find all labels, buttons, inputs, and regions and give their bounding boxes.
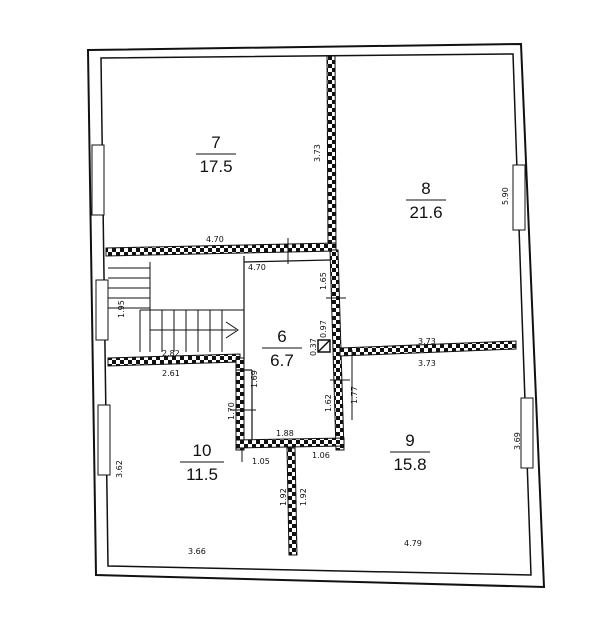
room-6: 6 6.7 bbox=[262, 327, 302, 370]
room-10: 10 11.5 bbox=[180, 441, 224, 484]
windows bbox=[91, 144, 534, 476]
room-7: 7 17.5 bbox=[196, 133, 236, 176]
room-8: 8 21.6 bbox=[406, 179, 446, 222]
dim-label: 1.05 bbox=[252, 457, 270, 466]
wall-6-bottom bbox=[235, 437, 345, 449]
room-8-number: 8 bbox=[421, 179, 430, 198]
inner-thin-walls bbox=[236, 256, 331, 440]
room-6-number: 6 bbox=[277, 327, 286, 346]
dim-label: 2.61 bbox=[162, 369, 180, 378]
wall-10-right bbox=[235, 357, 245, 451]
wall-8-9 bbox=[339, 340, 517, 357]
dimension-labels: 4.70 4.70 3.73 5.90 1.65 1.95 2.82 2.61 … bbox=[115, 144, 522, 556]
partition-walls bbox=[105, 55, 517, 556]
room-9-area: 15.8 bbox=[393, 455, 426, 474]
dim-label: 3.73 bbox=[418, 337, 436, 346]
room-7-area: 17.5 bbox=[199, 157, 232, 176]
dim-label: 0.37 bbox=[309, 338, 318, 356]
dim-label: 5.90 bbox=[501, 187, 510, 205]
window-left-top bbox=[91, 144, 105, 216]
dim-label: 1.77 bbox=[350, 386, 359, 404]
dim-label: 3.66 bbox=[188, 547, 206, 556]
room-7-number: 7 bbox=[211, 133, 220, 152]
room-9-number: 9 bbox=[405, 431, 414, 450]
window-left-mid bbox=[95, 279, 109, 341]
dim-label: 4.70 bbox=[248, 263, 266, 272]
room-9: 9 15.8 bbox=[390, 431, 430, 474]
dim-label: 1.06 bbox=[312, 451, 330, 460]
dim-label: 1.70 bbox=[227, 402, 236, 420]
window-right-top bbox=[512, 164, 526, 231]
dim-label: 1.88 bbox=[276, 429, 294, 438]
dim-label: 1.62 bbox=[324, 394, 333, 412]
dim-label: 4.70 bbox=[206, 235, 224, 244]
room-8-area: 21.6 bbox=[409, 203, 442, 222]
outer-walls bbox=[86, 42, 546, 589]
dim-label: 1.92 bbox=[279, 488, 288, 506]
window-left-bottom bbox=[97, 404, 111, 476]
window-right-bottom bbox=[520, 397, 534, 469]
staircase bbox=[108, 262, 244, 352]
dim-label: 4.79 bbox=[404, 539, 422, 548]
wall-6-right bbox=[329, 249, 345, 451]
dim-label: 1.65 bbox=[319, 272, 328, 290]
dim-label: 1.69 bbox=[250, 370, 259, 388]
dim-label: 1.92 bbox=[299, 488, 308, 506]
room-6-area: 6.7 bbox=[270, 351, 294, 370]
dim-label: 2.82 bbox=[162, 349, 180, 358]
vent-shaft bbox=[317, 339, 331, 353]
wall-10-9 bbox=[286, 447, 298, 556]
dim-label: 3.62 bbox=[115, 460, 124, 478]
room-10-area: 11.5 bbox=[186, 465, 218, 484]
dim-label: 3.69 bbox=[513, 432, 522, 450]
room-labels: 7 17.5 8 21.6 6 6.7 9 15.8 10 11.5 bbox=[180, 133, 446, 484]
wall-7-bottom bbox=[105, 242, 337, 257]
room-10-number: 10 bbox=[193, 441, 212, 460]
dim-label: 0.97 bbox=[319, 320, 328, 338]
dimension-ticks bbox=[230, 238, 353, 462]
dim-label: 1.95 bbox=[117, 300, 126, 318]
dim-label: 3.73 bbox=[418, 359, 436, 368]
wall-7-8 bbox=[326, 55, 337, 251]
dim-label: 3.73 bbox=[313, 144, 322, 162]
